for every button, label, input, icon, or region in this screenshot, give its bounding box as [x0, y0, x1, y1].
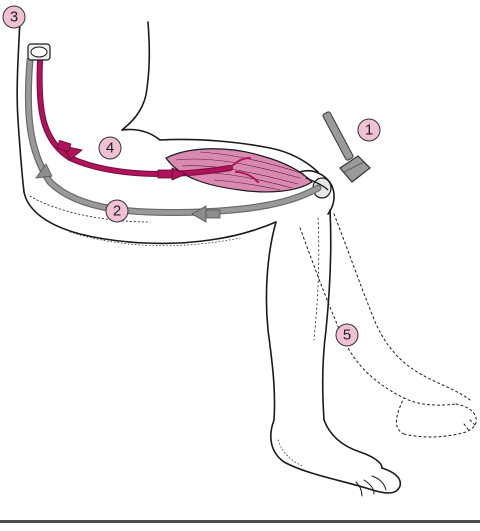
marker-2: 2 [105, 199, 129, 223]
marker-3: 3 [2, 5, 26, 29]
foot [270, 419, 402, 497]
kicked-leg [299, 213, 477, 438]
left-arrow-icon [191, 205, 207, 223]
bottom-rule [0, 520, 480, 523]
thigh [23, 138, 319, 247]
up-arrow-icon [35, 163, 53, 179]
svg-text:5: 5 [343, 327, 351, 344]
svg-text:4: 4 [106, 140, 114, 157]
svg-text:1: 1 [365, 122, 373, 139]
svg-text:3: 3 [10, 9, 18, 26]
marker-5: 5 [335, 323, 359, 347]
svg-text:2: 2 [113, 203, 121, 220]
marker-4: 4 [98, 136, 122, 160]
lower-leg [265, 209, 332, 421]
spinal-cord [27, 43, 51, 61]
reflex-hammer-icon [322, 111, 371, 183]
marker-1: 1 [357, 118, 381, 142]
torso [16, 19, 161, 193]
direction-arrows [35, 139, 221, 223]
